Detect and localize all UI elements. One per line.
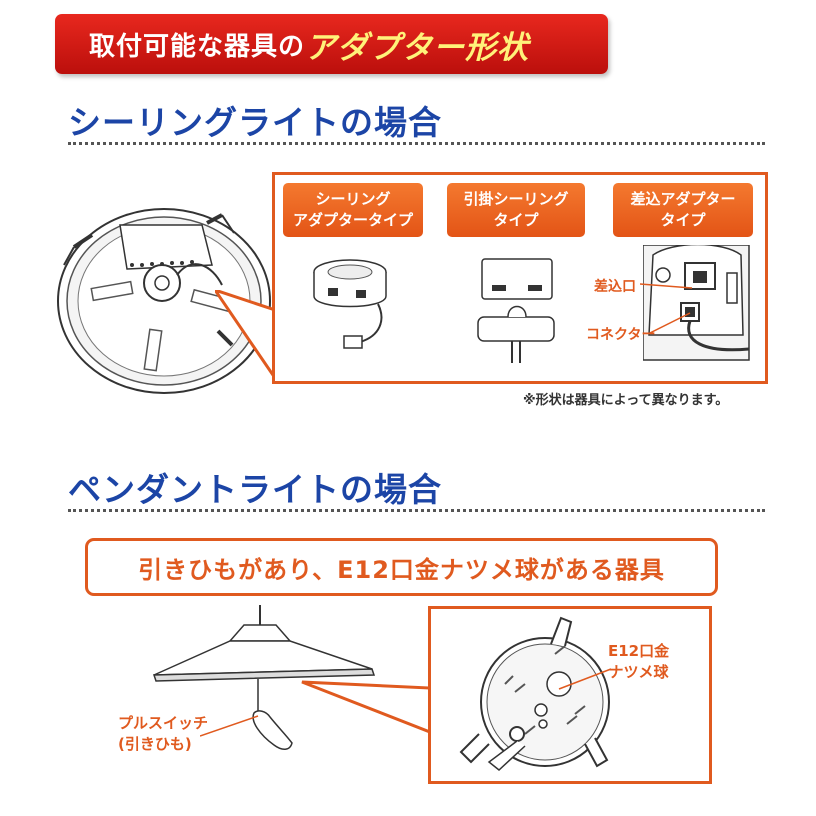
plug-adapter-illustration: [643, 245, 750, 361]
socket-leader-line: [640, 283, 693, 289]
hikkake-ceiling-illustration: [477, 258, 555, 363]
tab-ceiling-adapter-type: シーリングアダプタータイプ: [283, 183, 423, 237]
bulb-leader-line: [558, 668, 612, 690]
section-divider: [68, 509, 765, 512]
connector-label: コネクター: [586, 327, 656, 343]
tab-hikkake-ceiling-type: 引掛シーリングタイプ: [447, 183, 585, 237]
pull-switch-label-line2: (引きひも): [118, 735, 192, 753]
bulb-label: E12口金 ナツメ球: [608, 640, 669, 682]
pull-switch-label-line1: プルスイッチ: [118, 714, 209, 732]
tab-label-line2: タイプ: [493, 211, 539, 229]
pull-switch-label: プルスイッチ (引きひも): [118, 712, 208, 754]
tab-plug-adapter-type: 差込アダプタータイプ: [613, 183, 753, 237]
condition-box: 引きひもがあり、E12口金ナツメ球がある器具: [85, 538, 718, 596]
ceiling-light-illustration: [57, 208, 271, 394]
banner-highlight-text: アダプター形状: [305, 29, 530, 66]
tab-label-line1: 引掛シーリング: [463, 190, 569, 208]
callout-pointer: [301, 680, 432, 735]
banner-text: 取付可能な器具の: [89, 31, 306, 62]
pull-switch-leader-line: [200, 715, 259, 737]
tab-label-line1: 差込アダプター: [630, 190, 736, 208]
pendant-bottom-illustration: [459, 616, 610, 771]
ceiling-adapter-illustration: [313, 259, 387, 349]
shape-note: ※形状は器具によって異なります。: [523, 393, 729, 408]
connector-leader-line: [650, 312, 691, 334]
tab-label-line2: タイプ: [660, 211, 706, 229]
ceiling-section-title: シーリングライトの場合: [68, 103, 442, 142]
header-banner: 取付可能な器具の アダプター形状: [55, 14, 608, 74]
section-divider: [68, 142, 765, 145]
tab-label-line1: シーリング: [315, 190, 391, 208]
socket-label: 差込口: [594, 279, 636, 295]
pendant-light-illustration: [152, 605, 376, 750]
tab-label-line2: アダプタータイプ: [292, 211, 413, 229]
pendant-section-title: ペンダントライトの場合: [68, 470, 442, 509]
callout-pointer: [215, 290, 277, 382]
bulb-label-line1: E12口金: [608, 642, 670, 660]
bulb-label-line2: ナツメ球: [608, 663, 669, 681]
